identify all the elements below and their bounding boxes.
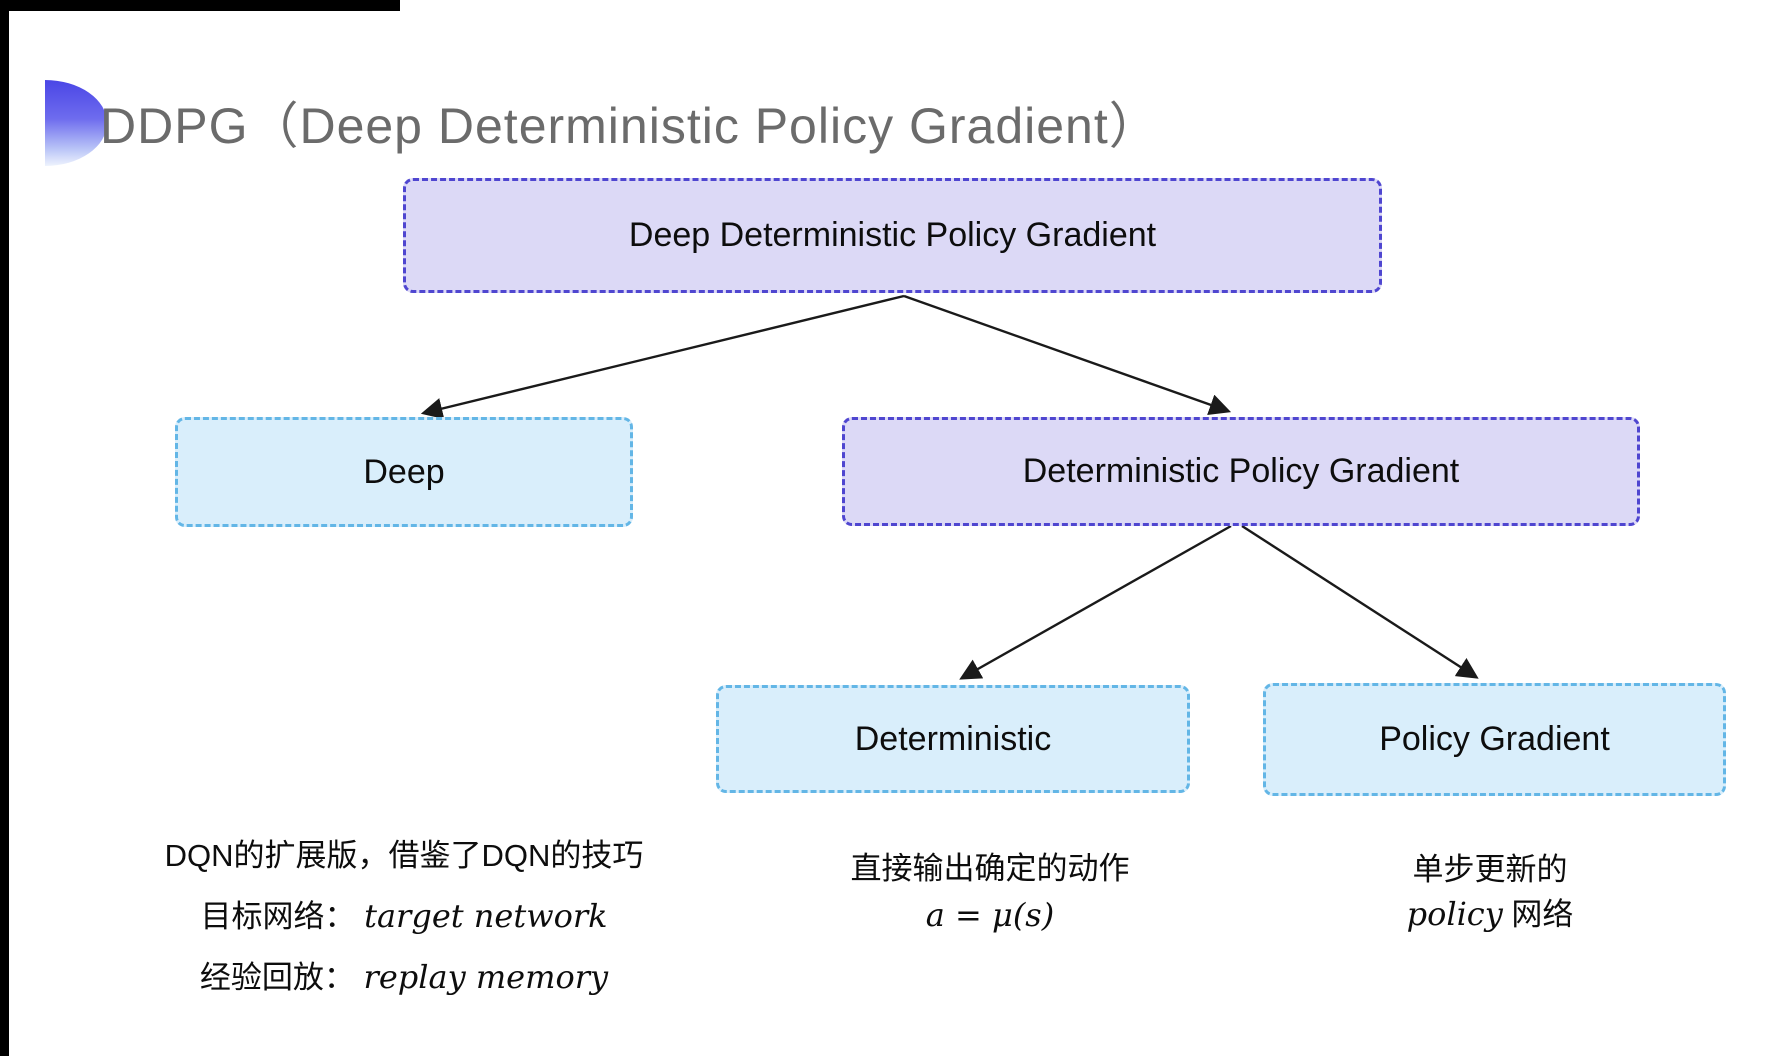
node-policy-gradient: Policy Gradient <box>1263 683 1726 796</box>
note-deep-line1: DQN的扩展版，借鉴了DQN的技巧 <box>164 838 644 873</box>
node-deterministic: Deterministic <box>716 685 1190 793</box>
node-deep: Deep <box>175 417 633 527</box>
note-deep-line2-label: 目标网络： <box>200 899 356 934</box>
top-black-bar <box>0 0 400 11</box>
node-root-ddpg: Deep Deterministic Policy Gradient <box>403 178 1382 293</box>
node-deep-label: Deep <box>363 452 445 491</box>
note-policy-gradient-line2-term: policy <box>1406 895 1503 933</box>
note-policy-gradient-line2: policy 网络 <box>1290 892 1690 937</box>
note-policy-gradient-line2-rest: 网络 <box>1511 897 1574 932</box>
node-dpg-label: Deterministic Policy Gradient <box>1022 452 1460 490</box>
node-policy-gradient-label: Policy Gradient <box>1379 720 1610 758</box>
note-deep-block: DQN的扩展版，借鉴了DQN的技巧 目标网络： target network 经… <box>104 825 704 1008</box>
title-bullet-halfcircle-icon <box>45 80 107 166</box>
note-deep-line3: 经验回放： replay memory <box>104 947 704 1008</box>
arrow-root-to-dpg <box>903 294 1232 416</box>
note-deep-line2: 目标网络： target network <box>104 886 704 947</box>
arrow-dpg-to-policy-gradient <box>1241 524 1479 679</box>
arrow-root-to-deep <box>420 294 905 420</box>
note-deep-line3-label: 经验回放： <box>199 960 355 995</box>
node-deterministic-label: Deterministic <box>854 719 1052 758</box>
note-deterministic-block: 直接输出确定的动作 a = μ(s) <box>790 846 1190 938</box>
arrow-dpg-to-deterministic <box>959 524 1232 680</box>
note-deterministic-line1: 直接输出确定的动作 <box>850 851 1130 886</box>
node-root-label: Deep Deterministic Policy Gradient <box>628 216 1157 254</box>
note-deep-line3-term: replay memory <box>363 958 609 996</box>
note-deep-line2-term: target network <box>364 897 608 935</box>
node-deterministic-policy-gradient: Deterministic Policy Gradient <box>842 417 1640 526</box>
note-deterministic-formula: a = μ(s) <box>925 896 1055 934</box>
note-policy-gradient-line1: 单步更新的 <box>1412 852 1568 887</box>
note-policy-gradient-block: 单步更新的 policy 网络 <box>1290 848 1690 937</box>
left-black-bar <box>0 0 9 1056</box>
page-title: DDPG（Deep Deterministic Policy Gradient） <box>100 98 1160 154</box>
